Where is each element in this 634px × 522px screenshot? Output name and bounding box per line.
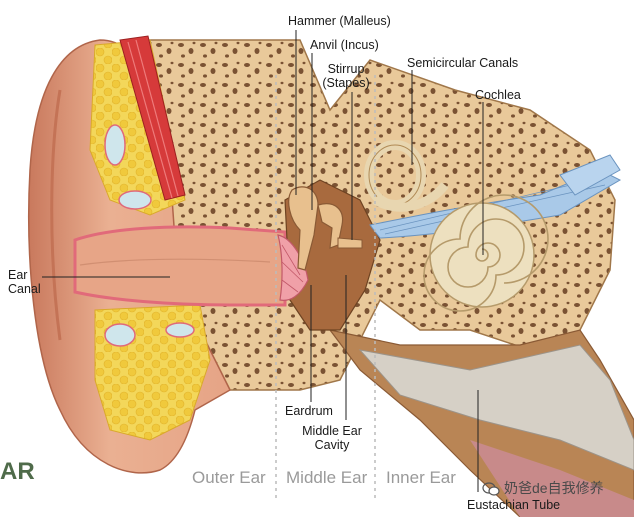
label-stirrup-line1: Stirrup <box>327 62 365 76</box>
watermark: 奶爸de自我修养 <box>482 478 604 498</box>
ear-canal <box>73 225 287 307</box>
malleus <box>288 186 319 271</box>
label-cochlea: Cochlea <box>475 88 521 102</box>
label-eardrum: Eardrum <box>285 404 333 418</box>
watermark-text: 奶爸de自我修养 <box>504 480 604 496</box>
partial-title-text: AR <box>0 458 35 485</box>
label-stirrup-line2: (Stapes) <box>322 76 370 90</box>
label-ear-canal-line1: Ear <box>8 268 28 282</box>
incus <box>317 203 344 249</box>
region-middle-ear: Middle Ear <box>286 468 368 487</box>
label-stirrup: Stirrup (Stapes) <box>318 62 374 90</box>
label-anvil: Anvil (Incus) <box>310 38 379 52</box>
label-middle-ear-cavity: Middle Ear Cavity <box>297 424 367 452</box>
label-semicircular-canals: Semicircular Canals <box>407 56 519 70</box>
wechat-icon <box>482 482 500 496</box>
auricular-muscle <box>119 35 186 201</box>
region-inner-ear: Inner Ear <box>386 468 456 487</box>
label-eustachian-tube: Eustachian Tube <box>467 498 561 512</box>
region-outer-ear: Outer Ear <box>192 468 266 487</box>
label-ear-canal: Ear Canal <box>8 268 41 296</box>
stapes <box>337 237 363 249</box>
label-ear-canal-line2: Canal <box>8 282 41 296</box>
label-hammer: Hammer (Malleus) <box>288 14 391 28</box>
label-middle-cavity-line2: Cavity <box>314 438 350 452</box>
cochlea-shape <box>429 202 535 308</box>
label-middle-cavity-line1: Middle Ear <box>302 424 362 438</box>
leader-lines <box>42 30 484 492</box>
